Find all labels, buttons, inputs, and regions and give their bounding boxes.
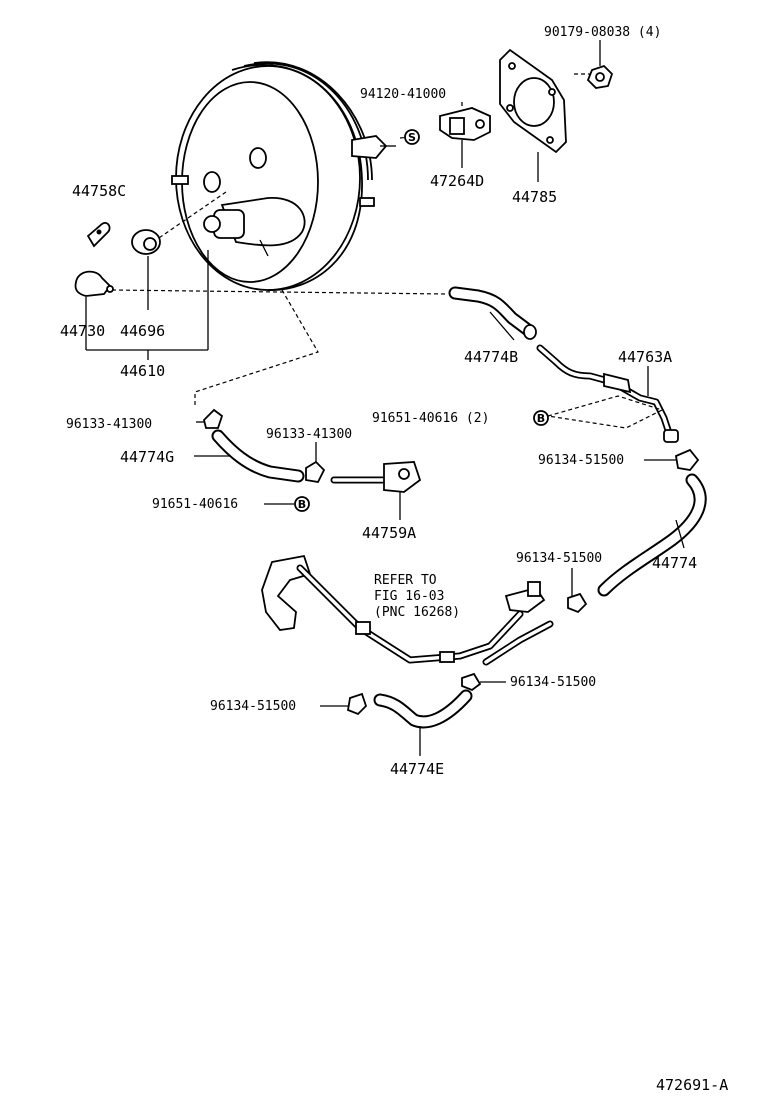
label-91651-40616-2: 91651-40616 (2) xyxy=(372,411,489,426)
svg-text:B: B xyxy=(298,498,306,511)
brake-booster xyxy=(171,61,396,291)
label-44785: 44785 xyxy=(512,188,557,206)
fitting-44759A xyxy=(330,461,422,493)
nut-90179 xyxy=(586,64,614,89)
label-91651-40616: 91651-40616 xyxy=(152,497,238,512)
label-94120-41000: 94120-41000 xyxy=(360,87,446,102)
label-44774: 44774 xyxy=(652,554,697,572)
label-44610: 44610 xyxy=(120,362,165,380)
refer-to-line-1: REFER TO xyxy=(374,573,437,588)
clevis-47264D xyxy=(439,107,491,141)
bolt-B-marker-1: B xyxy=(533,410,549,426)
hose-44774E xyxy=(373,689,473,729)
label-44774B: 44774B xyxy=(464,348,518,366)
gasket-44785 xyxy=(499,48,567,154)
label-44774E: 44774E xyxy=(390,760,444,778)
label-44763A: 44763A xyxy=(618,348,672,366)
hose-44774 xyxy=(597,473,707,597)
refer-to-line-2: FIG 16-03 xyxy=(374,589,444,604)
svg-text:B: B xyxy=(537,412,545,425)
clamp-96133-a xyxy=(203,408,224,429)
label-96133-41300-b: 96133-41300 xyxy=(266,427,352,442)
label-44758C: 44758C xyxy=(72,182,126,200)
valve-44758C xyxy=(86,222,111,248)
label-90179-08038: 90179-08038 (4) xyxy=(544,25,661,40)
label-96133-41300-a: 96133-41300 xyxy=(66,417,152,432)
label-96134-51500-c: 96134-51500 xyxy=(510,675,596,690)
label-44759A: 44759A xyxy=(362,524,416,542)
clamp-96134-a xyxy=(674,448,700,471)
figure-id: 472691-A xyxy=(656,1076,728,1094)
washer-S-marker: S xyxy=(404,129,420,145)
clamp-96133-b xyxy=(305,460,326,483)
grommet-44696 xyxy=(131,229,161,255)
check-valve-44730 xyxy=(74,270,114,297)
pipe-44763A xyxy=(536,344,679,443)
hose-44774B xyxy=(448,286,537,340)
label-44730: 44730 xyxy=(60,322,105,340)
label-44696: 44696 xyxy=(120,322,165,340)
hose-44774G xyxy=(211,429,305,483)
clamp-96134-c xyxy=(461,672,482,692)
label-96134-51500-a: 96134-51500 xyxy=(538,453,624,468)
label-96134-51500-d: 96134-51500 xyxy=(210,699,296,714)
label-96134-51500-b: 96134-51500 xyxy=(516,551,602,566)
refer-to-line-3: (PNC 16268) xyxy=(374,605,460,620)
label-47264D: 47264D xyxy=(430,172,484,190)
bolt-B-marker-2: B xyxy=(294,496,310,512)
label-44774G: 44774G xyxy=(120,448,174,466)
clamp-96134-b xyxy=(567,592,588,614)
clamp-96134-d xyxy=(346,692,368,716)
svg-text:S: S xyxy=(408,131,416,144)
pipe-assembly-lower xyxy=(261,554,554,666)
